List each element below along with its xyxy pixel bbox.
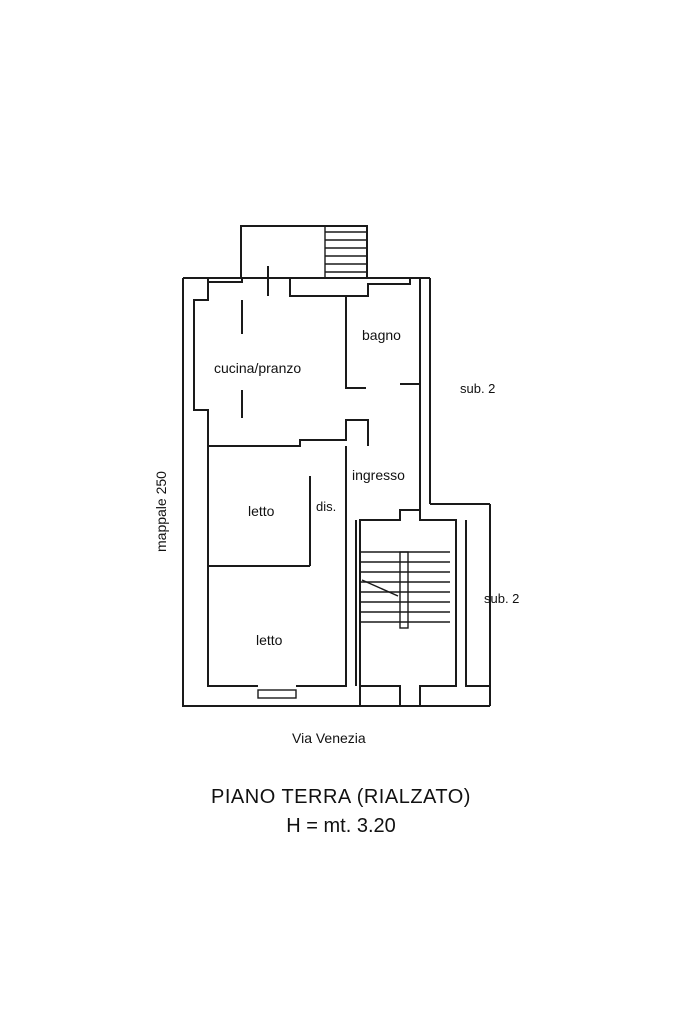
room-label-bagno: bagno — [362, 327, 401, 343]
top-stair-treads — [324, 226, 366, 278]
side-label-mappale: mappale 250 — [153, 471, 169, 552]
room-label-ingresso: ingresso — [352, 467, 405, 483]
room-label-letto-1: letto — [248, 503, 275, 519]
room-label-sub2-lower: sub. 2 — [484, 591, 519, 606]
room-label-sub2-upper: sub. 2 — [460, 381, 495, 396]
kitchen-top-wall — [208, 278, 243, 283]
top-stair-block — [240, 225, 368, 279]
inner-wall-left — [193, 278, 369, 447]
room-label-letto-2: letto — [256, 632, 283, 648]
sub2-lower-wall — [465, 520, 490, 687]
bottom-window — [257, 689, 297, 699]
bedroom-wall — [207, 446, 258, 687]
bedroom-wall-bottom — [296, 500, 347, 687]
outer-wall-left — [182, 278, 490, 707]
room-label-dis: dis. — [316, 499, 336, 514]
street-label: Via Venezia — [292, 730, 366, 746]
stair-treads — [360, 551, 450, 623]
kitchen-top-wall-2 — [289, 278, 411, 297]
bathroom-wall — [345, 296, 366, 389]
floor-caption: PIANO TERRA (RIALZATO) — [211, 786, 471, 808]
stair-handrail — [399, 551, 409, 629]
height-caption: H = mt. 3.20 — [286, 815, 396, 837]
walls — [182, 225, 491, 707]
stair-hall-bottom — [360, 685, 401, 706]
room-label-cucina: cucina/pranzo — [214, 360, 301, 376]
stair-hall-wall — [359, 509, 457, 706]
